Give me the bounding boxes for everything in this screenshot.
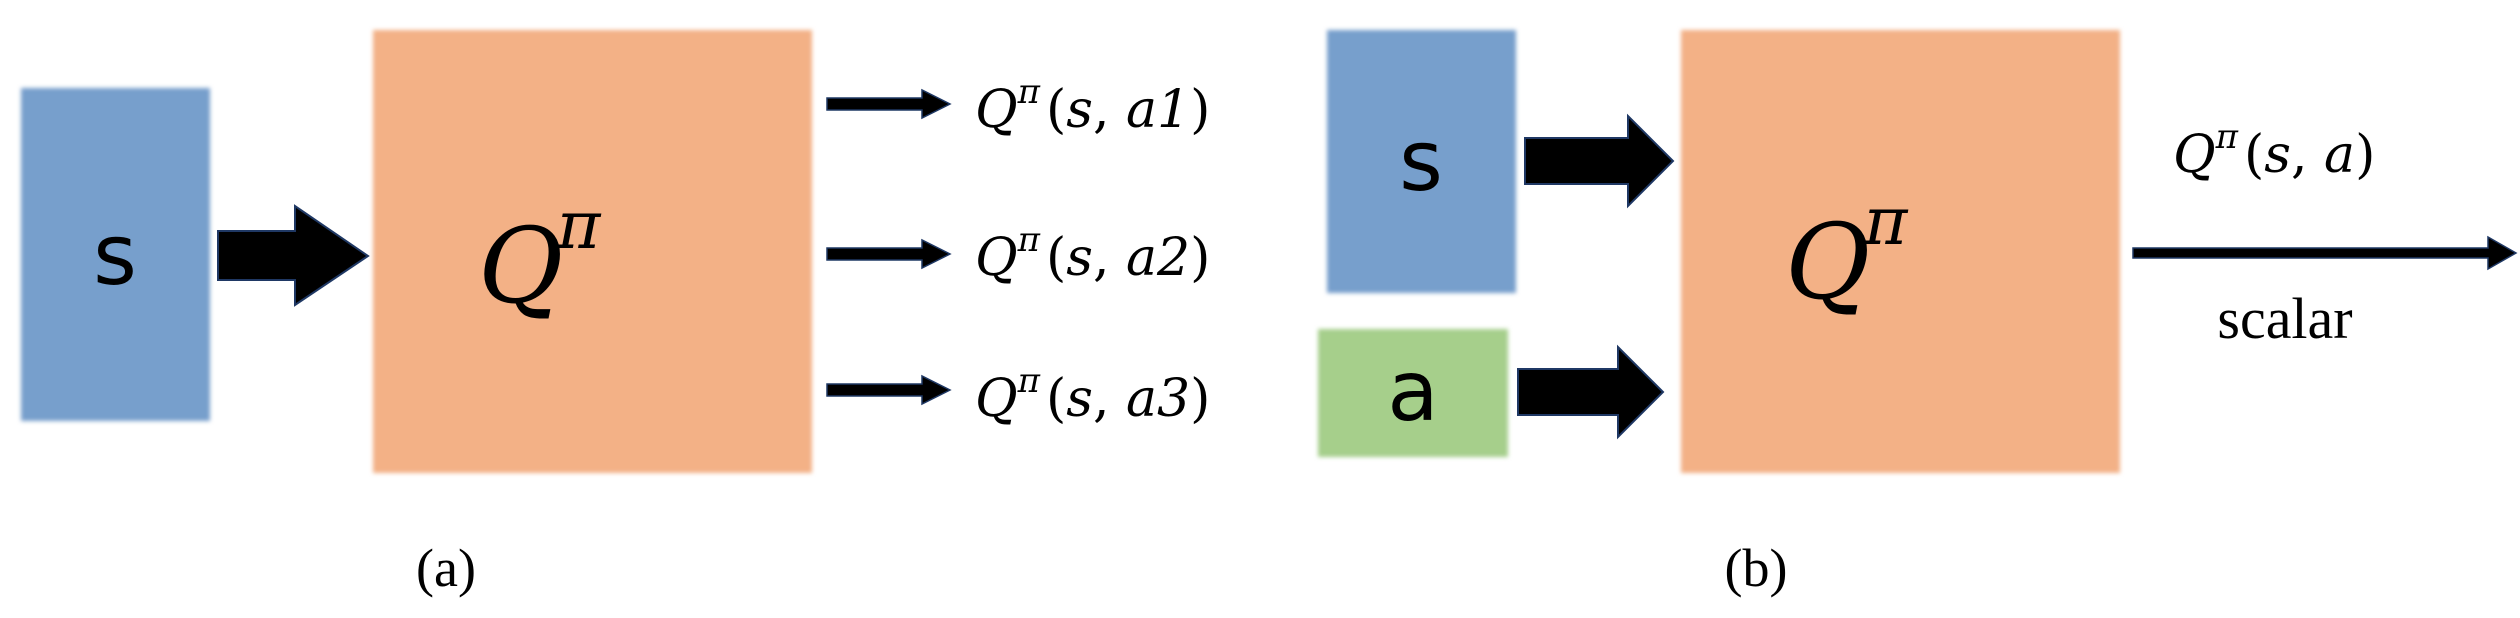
panel-b-action-arrow — [1517, 344, 1665, 440]
panel-b-q-symbol: Q π — [1785, 183, 1909, 323]
panel-b-state-label: s — [1399, 112, 1443, 210]
panel-a: s Q π Qπ(s, a1) Qπ(s, a2) Qπ(s, a3) (a) — [21, 30, 1210, 598]
panel-b-action-box — [1318, 329, 1508, 457]
svg-text:Q: Q — [478, 205, 563, 327]
panel-a-output-arrow-3 — [826, 374, 952, 406]
panel-a-state-box — [21, 88, 210, 421]
panel-b-action-label: a — [1387, 342, 1438, 440]
panel-a-output-label-1: Qπ(s, a1) — [975, 72, 1210, 140]
panel-a-q-box — [373, 30, 812, 473]
svg-text:π: π — [1863, 183, 1909, 260]
panel-b-output-arrow — [2132, 235, 2518, 271]
panel-a-input-arrow — [217, 204, 370, 307]
panel-b-state-arrow — [1524, 113, 1675, 209]
panel-a-output-label-2: Qπ(s, a2) — [975, 220, 1210, 288]
panel-a-caption: (a) — [416, 538, 476, 598]
svg-text:π: π — [556, 187, 602, 264]
panel-b-q-box — [1681, 30, 2120, 473]
panel-b-caption: (b) — [1725, 538, 1788, 598]
panel-b-output-label: Qπ(s, a) — [2173, 117, 2375, 185]
panel-a-state-label: s — [93, 206, 137, 304]
panel-a-output-arrow-1 — [826, 88, 952, 120]
svg-text:Q: Q — [1785, 201, 1870, 323]
panel-b: s a Q π Qπ(s, a) scalar (b) — [1318, 30, 2518, 598]
panel-b-output-note: scalar — [2217, 286, 2352, 351]
panel-a-q-symbol: Q π — [478, 187, 602, 327]
panel-a-output-label-3: Qπ(s, a3) — [975, 361, 1210, 429]
panel-b-state-box — [1327, 30, 1516, 293]
panel-a-output-arrow-2 — [826, 238, 952, 270]
